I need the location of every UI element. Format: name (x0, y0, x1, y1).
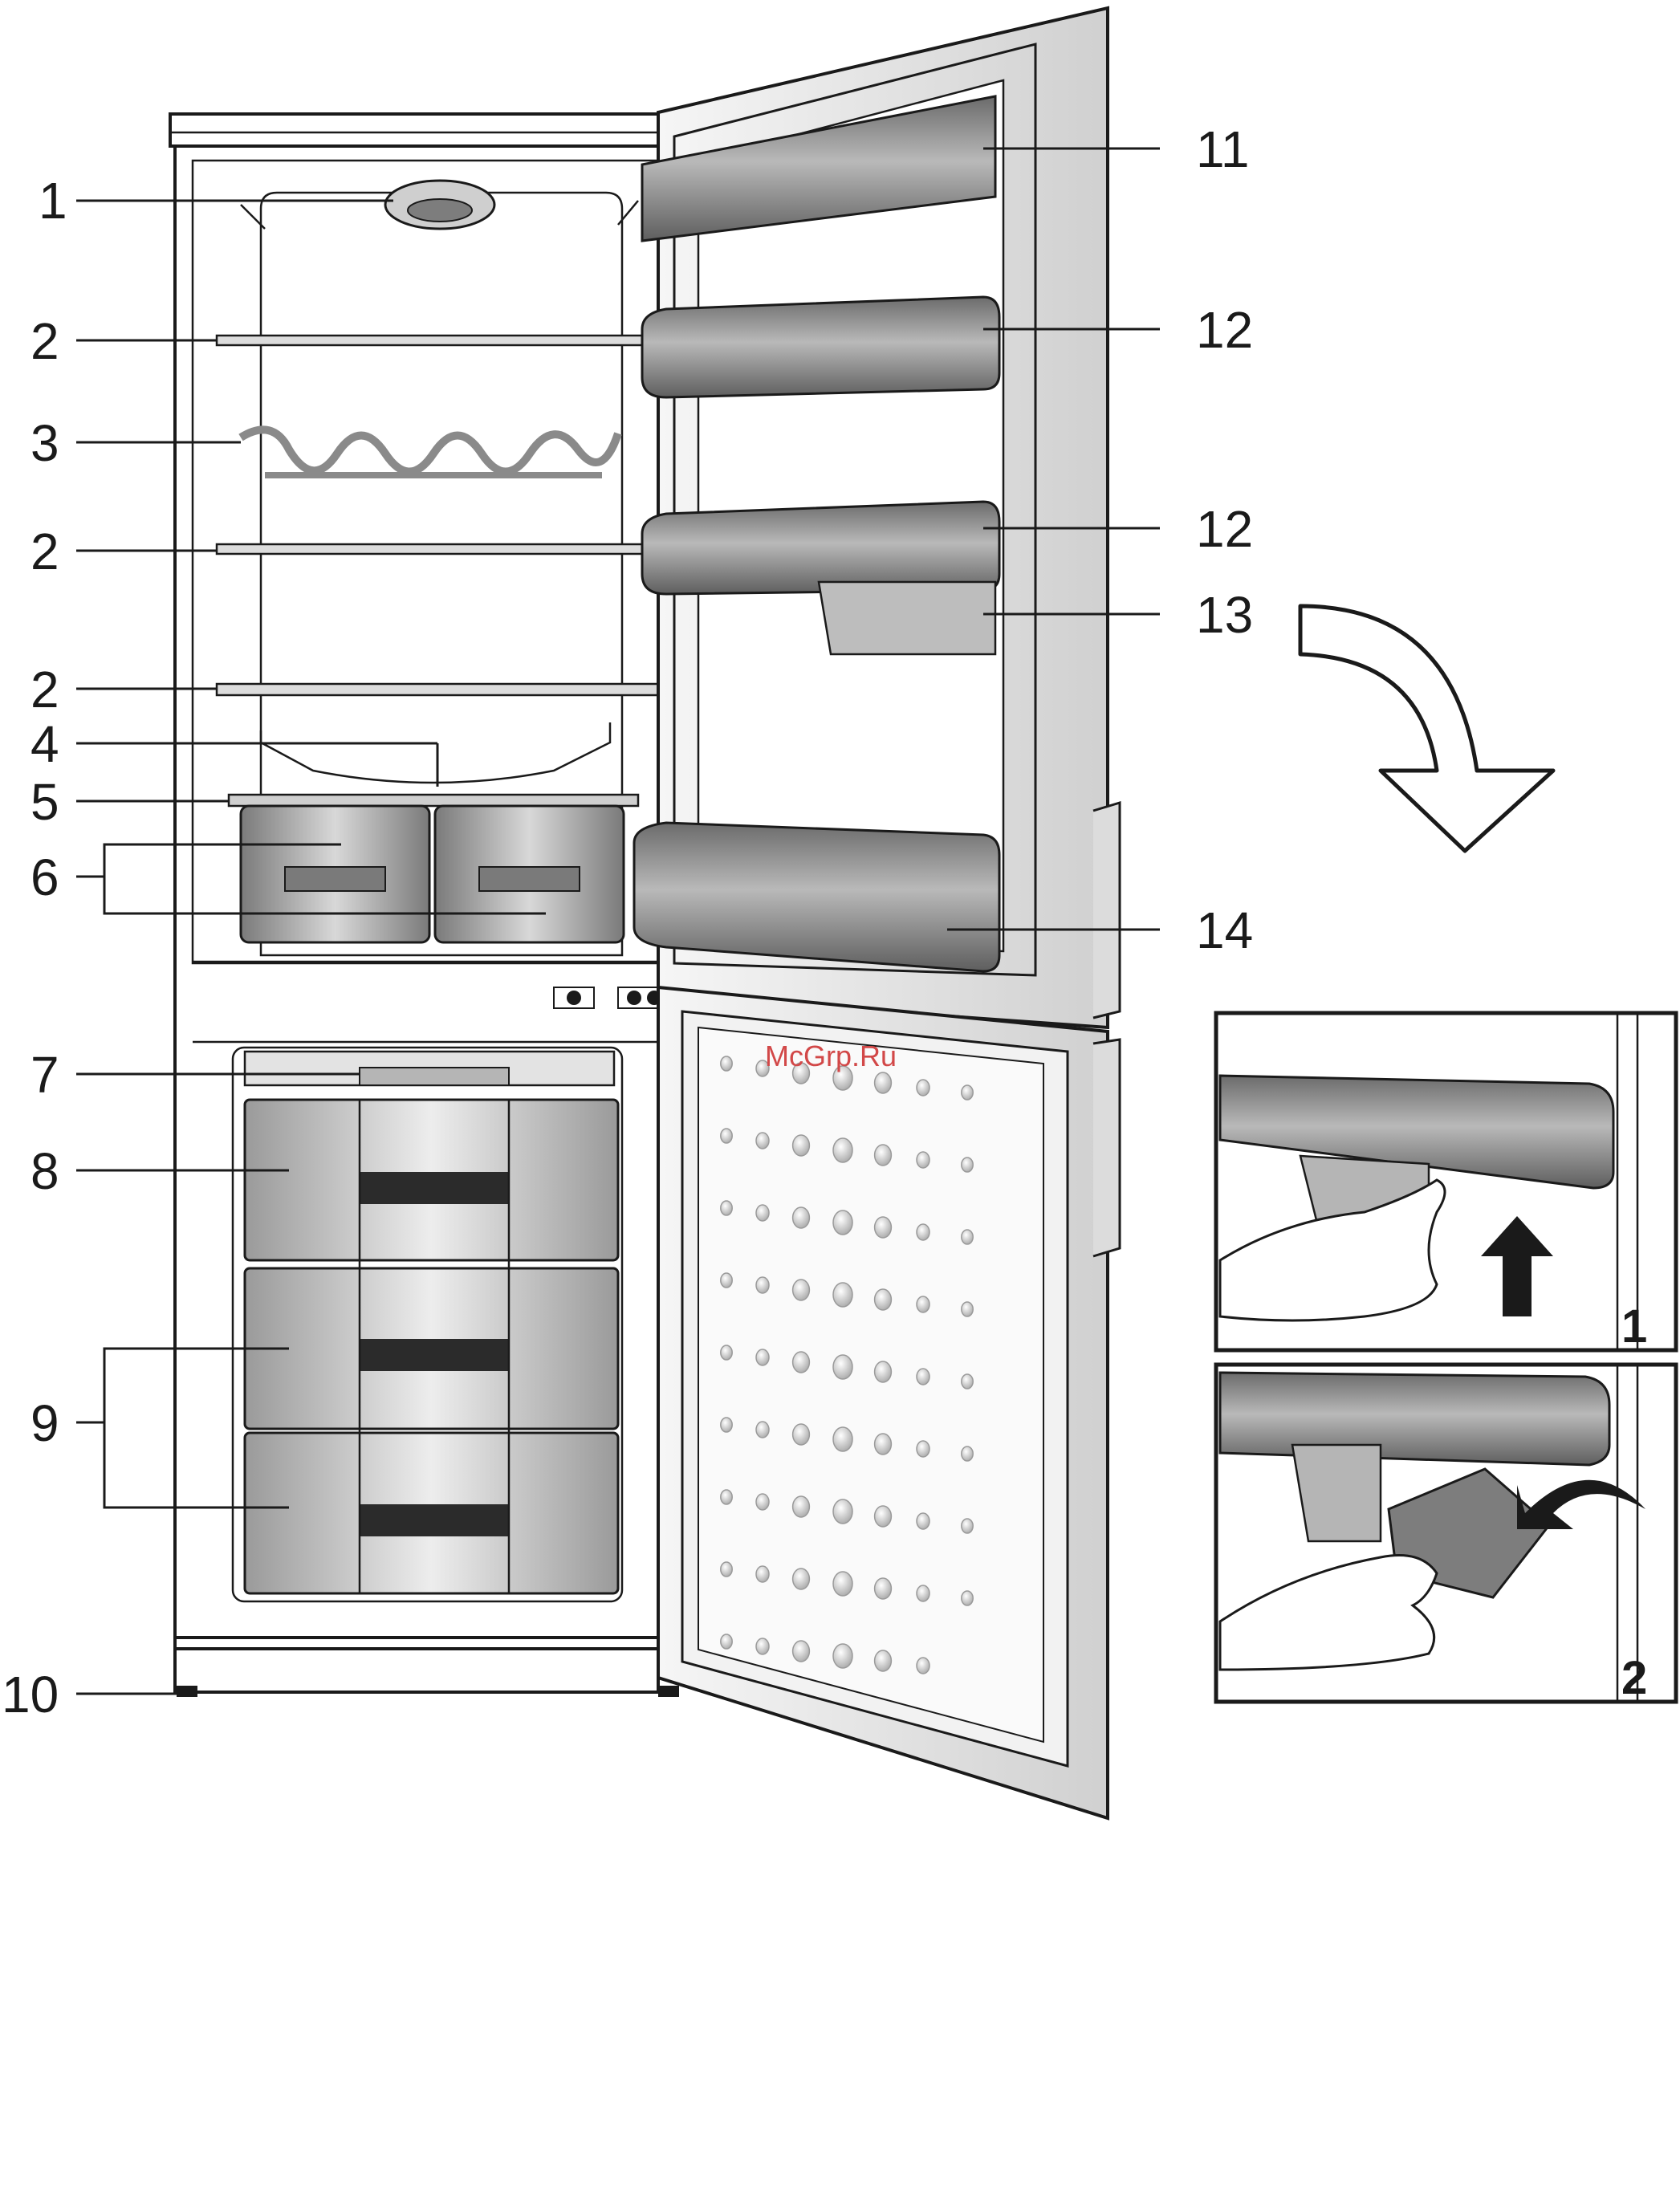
door-dimple (756, 1133, 769, 1149)
door-dimple (756, 1638, 769, 1654)
door-dimple (721, 1273, 732, 1288)
curved-arrow-down-icon (1300, 606, 1553, 851)
callout-12-top: 12 (1196, 301, 1253, 359)
callout-3: 3 (31, 414, 59, 472)
door-dimple (756, 1422, 769, 1438)
callout-12-bottom: 12 (1196, 500, 1253, 558)
door-dimple (833, 1572, 852, 1596)
callout-2-bottom: 2 (31, 661, 59, 718)
door-dimple (833, 1355, 852, 1379)
door-dimple (917, 1152, 929, 1168)
inset-step-1-label: 1 (1621, 1300, 1647, 1353)
callout-14: 14 (1196, 901, 1253, 959)
freezer-drawers (245, 1100, 618, 1593)
door-dimple (793, 1352, 810, 1373)
callout-9: 9 (31, 1394, 59, 1452)
door-dimple (833, 1210, 852, 1235)
callout-1: 1 (39, 172, 67, 230)
door-dimple (793, 1135, 810, 1156)
freezer-flap (245, 1052, 614, 1085)
door-dimple (875, 1361, 892, 1382)
door-dimple (875, 1650, 892, 1671)
door-dimple (721, 1418, 732, 1432)
door-dimple (756, 1349, 769, 1365)
door-dimple (917, 1441, 929, 1457)
glass-shelves (217, 336, 658, 695)
door-dimple (793, 1280, 810, 1300)
door-dimple (833, 1283, 852, 1307)
callout-10: 10 (2, 1666, 59, 1723)
door-dimple (793, 1424, 810, 1445)
door-dimple (833, 1499, 852, 1524)
door-dimple (917, 1513, 929, 1529)
door-dimple (756, 1566, 769, 1582)
door-dimple (962, 1446, 973, 1461)
callout-8: 8 (31, 1142, 59, 1200)
door-dimple (793, 1496, 810, 1517)
crisper-glass (229, 795, 638, 806)
door-dimple (721, 1129, 732, 1143)
door-dimple (917, 1296, 929, 1312)
freezer-door (658, 987, 1120, 1818)
callout-4: 4 (31, 715, 59, 773)
callout-6: 6 (31, 848, 59, 906)
watermark: McGrp.Ru (765, 1040, 897, 1072)
crisper-bins (241, 806, 624, 942)
door-dimple (721, 1345, 732, 1360)
door-dimple (962, 1085, 973, 1100)
door-dimple (833, 1138, 852, 1162)
door-dimple (793, 1207, 810, 1228)
callout-5: 5 (31, 773, 59, 831)
callout-2-middle: 2 (31, 523, 59, 580)
callout-11: 11 (1196, 120, 1249, 178)
door-dimple (962, 1591, 973, 1605)
inset-step-1: 1 (1216, 1013, 1676, 1353)
door-dimple (962, 1374, 973, 1389)
door-dimple (756, 1205, 769, 1221)
door-dimple (721, 1201, 732, 1215)
door-dimple (721, 1562, 732, 1577)
door-dimple (793, 1569, 810, 1589)
door-dimple (756, 1494, 769, 1510)
door-dimple (875, 1289, 892, 1310)
door-dimple (917, 1585, 929, 1601)
callout-13: 13 (1196, 586, 1253, 644)
inset-step-2-label: 2 (1621, 1652, 1647, 1704)
crisper-cover (261, 722, 610, 783)
door-dimple (833, 1644, 852, 1668)
door-dimple (962, 1302, 973, 1316)
door-dimple (917, 1224, 929, 1240)
door-dimple (833, 1427, 852, 1451)
door-dimple (875, 1434, 892, 1455)
door-dimple (875, 1145, 892, 1166)
door-dimple (917, 1369, 929, 1385)
door-dimple (962, 1158, 973, 1172)
door-dimple (875, 1578, 892, 1599)
door-dimple (875, 1072, 892, 1093)
door-dimple (962, 1230, 973, 1244)
door-dimple (962, 1519, 973, 1533)
inset-step-2: 2 (1216, 1365, 1676, 1704)
door-dimple (875, 1506, 892, 1527)
door-dimple (721, 1056, 732, 1071)
door-dimple (756, 1277, 769, 1293)
interior-light (241, 181, 638, 229)
callout-2-top: 2 (31, 312, 59, 370)
door-dimple (917, 1080, 929, 1096)
door-dimple (917, 1658, 929, 1674)
door-dimple (875, 1217, 892, 1238)
callout-7: 7 (31, 1046, 59, 1104)
door-dimple (721, 1490, 732, 1504)
wine-rack (241, 429, 618, 475)
door-dimple (721, 1634, 732, 1649)
door-dimple (793, 1641, 810, 1662)
